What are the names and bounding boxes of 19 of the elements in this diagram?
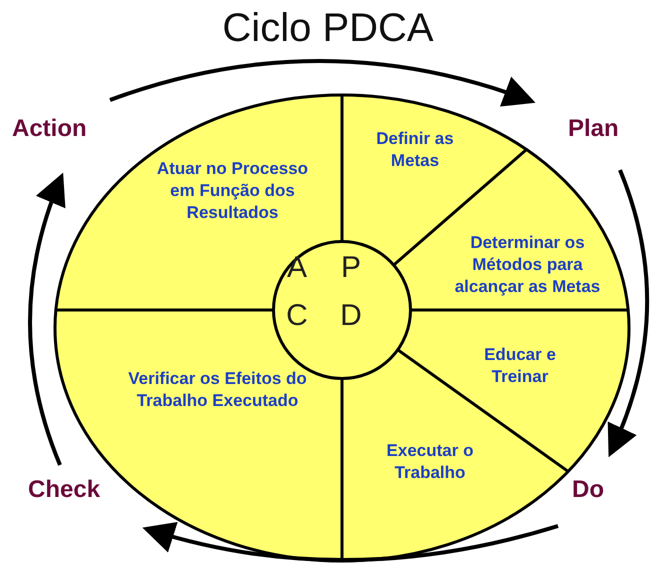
cycle-letter: A <box>286 251 308 285</box>
title: Ciclo PDCA <box>221 6 435 51</box>
cycle-letter: D <box>339 299 363 333</box>
stage-label: Do <box>572 476 604 504</box>
segment-text: Definir as Metas <box>350 128 480 172</box>
cycle-letter: P <box>340 251 362 285</box>
segment-text: Atuar no Processo em Função dos Resultados <box>150 158 315 224</box>
stage-label: Check <box>28 476 100 504</box>
cycle-letter: C <box>285 299 309 333</box>
segment-text: Determinar os Métodos para alcançar as Metas <box>440 232 615 298</box>
stage-label: Action <box>12 115 87 143</box>
cycle-arrow <box>109 59 536 108</box>
stage-label: Plan <box>568 115 619 143</box>
segment-text: Executar o Trabalho <box>350 440 510 484</box>
cycle-arrow <box>606 169 649 458</box>
cycle-arrow <box>142 521 559 562</box>
cycle-arrow <box>28 172 66 466</box>
segment-text: Verificar os Efeitos do Trabalho Executado <box>125 368 310 412</box>
segment-text: Educar e Treinar <box>455 344 585 388</box>
